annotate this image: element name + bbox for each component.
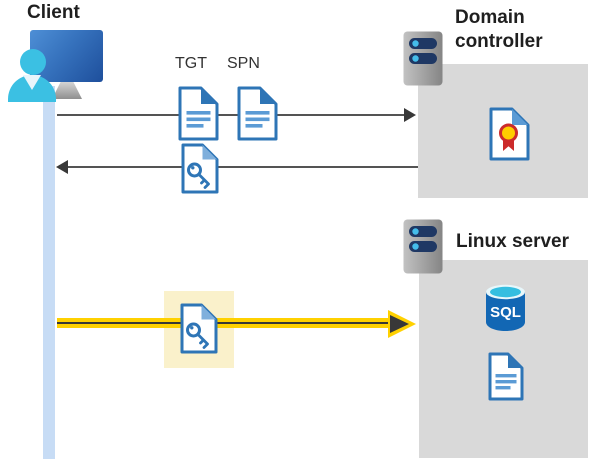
user-collar-icon	[23, 75, 41, 90]
key-document-icon	[179, 302, 219, 355]
sql-database-icon: SQL	[483, 283, 528, 332]
ticket-response-arrowhead-icon	[56, 160, 68, 174]
server-icon	[403, 31, 443, 86]
tgt-label: TGT	[175, 55, 207, 72]
domain-controller-title: Domain controller	[455, 7, 543, 52]
monitor-stand	[52, 80, 82, 99]
certificate-document-icon	[488, 106, 531, 162]
access-arrow-core	[57, 321, 392, 325]
ticket-request-arrowhead-icon	[404, 108, 416, 122]
sql-text: SQL	[490, 304, 521, 321]
client-timeline-bar	[43, 86, 55, 459]
ticket-request-arrow-line	[57, 114, 405, 116]
spn-document-icon	[236, 85, 279, 142]
spn-label: SPN	[227, 55, 260, 72]
access-arrowhead-icon	[390, 314, 409, 333]
ticket-response-arrow-line	[68, 166, 418, 168]
user-icon	[20, 49, 46, 75]
tgt-document-icon	[177, 85, 220, 142]
keytab-document-icon	[487, 351, 525, 402]
linux-server-title: Linux server	[456, 231, 569, 252]
key-document-icon	[180, 142, 220, 195]
server-icon	[403, 219, 443, 274]
client-title: Client	[27, 2, 80, 23]
